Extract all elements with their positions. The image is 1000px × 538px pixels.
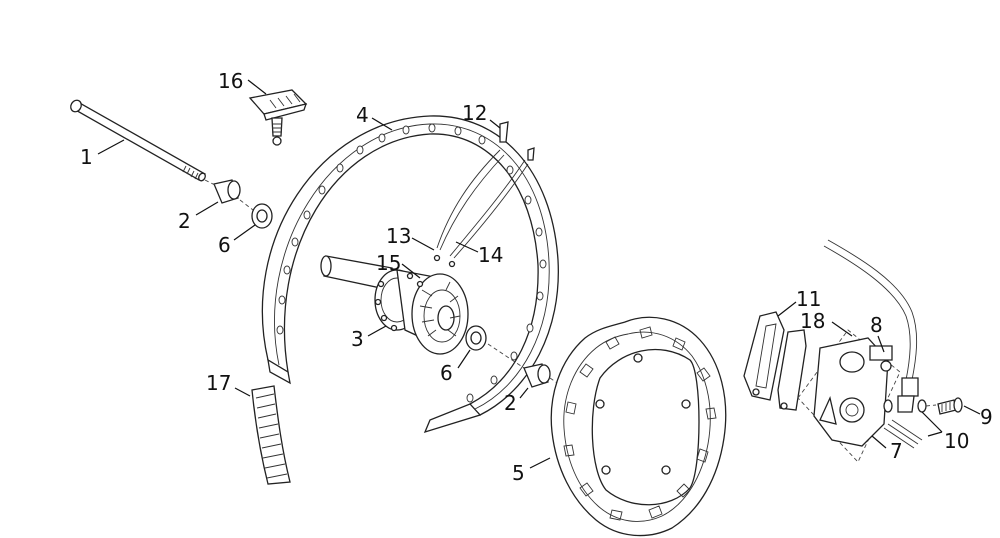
callout-9: 9 xyxy=(980,405,993,429)
callout-labels: 1 2 2 3 4 5 6 6 7 8 9 10 11 12 13 14 15 … xyxy=(80,69,993,485)
callout-4: 4 xyxy=(356,103,369,127)
callout-12: 12 xyxy=(462,101,487,125)
axle-part xyxy=(70,99,207,182)
callout-13: 13 xyxy=(386,224,411,248)
callout-8: 8 xyxy=(870,313,883,337)
brake-hose-part xyxy=(823,239,919,413)
callout-2: 2 xyxy=(178,209,191,233)
callout-11: 11 xyxy=(796,287,821,311)
callout-6: 6 xyxy=(440,361,453,385)
callout-16: 16 xyxy=(218,69,243,93)
callout-5: 5 xyxy=(512,461,525,485)
rim-part xyxy=(261,115,559,434)
callout-3: 3 xyxy=(351,327,364,351)
callout-18: 18 xyxy=(800,309,825,333)
brake-pads-part xyxy=(743,311,807,411)
callout-7: 7 xyxy=(890,439,903,463)
callout-10: 10 xyxy=(944,429,969,453)
hub-part xyxy=(320,255,469,355)
callout-15: 15 xyxy=(376,251,401,275)
bearing-left-part xyxy=(239,199,273,229)
callout-2: 2 xyxy=(504,391,517,415)
disc-slots xyxy=(563,326,717,521)
callout-6: 6 xyxy=(218,233,231,257)
callout-1: 1 xyxy=(80,145,93,169)
rim-tape-part xyxy=(251,385,291,485)
washers-part xyxy=(883,399,937,413)
rim-lock-part xyxy=(248,89,308,146)
brake-caliper-part xyxy=(797,329,901,463)
brake-disc-part xyxy=(550,316,727,537)
caliper-pins-part xyxy=(883,419,923,449)
spacer-left-part xyxy=(204,179,241,204)
bearing-right-part xyxy=(465,325,487,351)
rim-spoke-holes xyxy=(276,123,547,403)
banjo-bolt-part xyxy=(937,397,963,415)
callout-14: 14 xyxy=(478,243,503,267)
callout-17: 17 xyxy=(206,371,231,395)
spacer-right-part xyxy=(487,343,571,393)
leader-lines xyxy=(97,79,981,469)
